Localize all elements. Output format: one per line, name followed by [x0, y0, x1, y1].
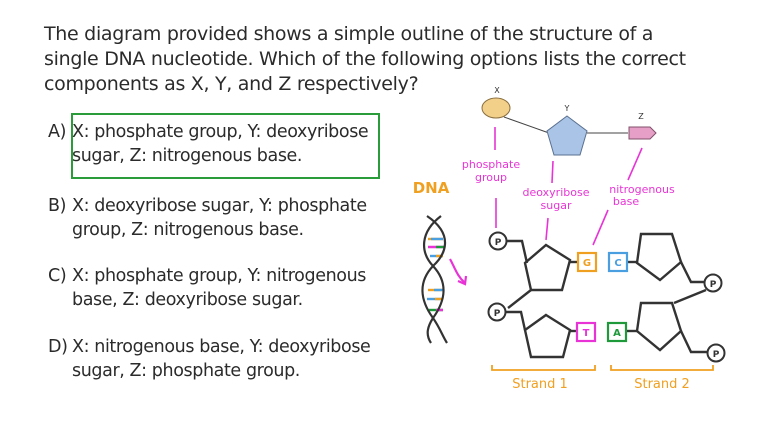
option-d-text: X: nitrogenous base, Y: deoxyribose suga…	[72, 337, 371, 381]
option-c-letter: C)	[48, 266, 67, 286]
svg-text:P: P	[494, 309, 501, 319]
dna-label: DNA	[413, 179, 450, 197]
svg-text:P: P	[710, 280, 717, 290]
base-a: A	[606, 321, 628, 343]
question-text: The diagram provided shows a simple outl…	[44, 23, 686, 95]
annotation-base-line1: nitrogenous	[609, 183, 675, 196]
annotation-phosphate-line1: phosphate	[462, 158, 520, 171]
option-b-text: X: deoxyribose sugar, Y: phosphate group…	[72, 196, 367, 240]
svg-text:A: A	[613, 328, 621, 339]
label-z: Z	[638, 112, 644, 121]
svg-text:C: C	[614, 258, 621, 269]
arrow-icon	[449, 258, 466, 284]
option-c-text: X: phosphate group, Y: nitrogenous base,…	[72, 266, 366, 310]
svg-text:P: P	[495, 238, 502, 248]
annotation-sugar-line1: deoxyribose	[523, 186, 590, 199]
label-y: Y	[564, 104, 570, 113]
svg-text:G: G	[583, 258, 591, 269]
base-c: C	[607, 251, 629, 273]
phosphate-shape-x	[481, 97, 511, 119]
nucleotide-schematic: X Y Z	[481, 86, 657, 156]
svg-text:T: T	[583, 328, 590, 339]
option-a-text: X: phosphate group, Y: deoxyribose sugar…	[72, 122, 369, 166]
option-b-letter: B)	[48, 196, 67, 216]
strand-1-label: Strand 1	[512, 377, 568, 392]
label-x: X	[494, 86, 500, 95]
strand-2-label: Strand 2	[634, 377, 690, 392]
sugar-shape-y	[546, 115, 588, 156]
option-a-letter: A)	[48, 122, 66, 142]
annotation-sugar-line2: sugar	[541, 199, 572, 212]
annotation-phosphate-line2: group	[475, 171, 507, 184]
phosphate-circles: P P P P	[487, 231, 726, 363]
correct-answer-highlight	[71, 113, 380, 179]
dna-helix-icon	[421, 215, 448, 344]
svg-text:P: P	[713, 350, 720, 360]
option-d-letter: D)	[48, 337, 68, 357]
base-shape-z	[628, 126, 657, 140]
base-t: T	[575, 321, 597, 343]
base-g: G	[576, 251, 598, 273]
annotation-base-line2: base	[613, 195, 639, 208]
